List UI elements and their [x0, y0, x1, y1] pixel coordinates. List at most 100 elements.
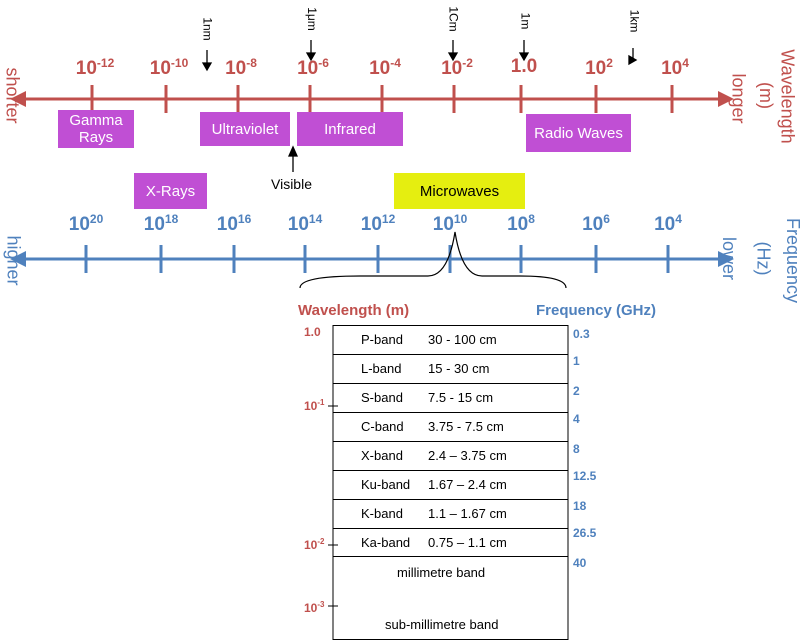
table-frequency-header: Frequency (GHz)	[536, 302, 657, 319]
band-name: C-band	[361, 419, 404, 434]
wavelength-tick-label-7-exponent: 2	[606, 56, 613, 70]
wavelength-tick-label-8-base: 10	[661, 58, 683, 79]
band-name: Ku-band	[361, 477, 411, 492]
wavelength-unit: (m)	[755, 82, 776, 109]
wavelength-tick-label-8: 104	[661, 56, 689, 80]
microwave-brace	[299, 231, 567, 289]
wavelength-mark-2: 10-2	[304, 537, 324, 552]
frequency-mark-2: 2	[573, 384, 580, 398]
infrared-box: Infrared	[297, 112, 403, 146]
band-range: 1.1 – 1.67 cm	[428, 506, 507, 521]
frequency-tick-label-2: 1016	[217, 212, 252, 236]
submillimetre-band-label: sub-millimetre band	[385, 617, 499, 632]
frequency-tick-label-5-exponent: 10	[453, 212, 468, 226]
frequency-tick-label-6: 108	[507, 212, 535, 236]
frequency-mark-8: 40	[573, 556, 587, 570]
frequency-tick-label-1: 1018	[144, 212, 179, 236]
band-range: 3.75 - 7.5 cm	[428, 419, 504, 434]
band-name: P-band	[361, 332, 403, 347]
band-range: 0.75 – 1.1 cm	[428, 535, 507, 550]
frequency-mark-1: 1	[573, 354, 580, 368]
frequency-mark-0: 0.3	[573, 327, 590, 341]
frequency-mark-3: 4	[573, 412, 580, 426]
microwaves-box: Microwaves	[394, 173, 525, 209]
table-row: S-band 7.5 - 15 cm	[333, 383, 568, 412]
frequency-tick-label-8: 104	[654, 212, 682, 236]
frequency-tick-label-3-exponent: 14	[308, 212, 323, 226]
millimetre-band-row: millimetre band	[333, 556, 568, 607]
frequency-tick-label-0-exponent: 20	[89, 212, 104, 226]
marker-1cm: 1Cm	[446, 6, 461, 32]
wavelength-tick-label-1-exponent: -10	[170, 56, 189, 70]
band-range: 1.67 – 2.4 cm	[428, 477, 507, 492]
wavelength-mark-exponent: -3	[317, 600, 325, 609]
visible-arrow	[287, 145, 299, 172]
table-bottom-border	[333, 639, 568, 640]
wavelength-tick-label-5: 10-2	[441, 56, 473, 80]
wavelength-tick-label-4-base: 10	[369, 58, 391, 79]
band-name: S-band	[361, 390, 403, 405]
wavelength-tick-label-5-base: 10	[441, 58, 463, 79]
frequency-tick-label-4-base: 10	[360, 214, 382, 235]
frequency-left-label: higher	[3, 235, 24, 286]
wavelength-tick-label-2: 10-8	[225, 56, 257, 80]
wavelength-mark-exponent: -2	[317, 537, 325, 546]
band-range: 2.4 – 3.75 cm	[428, 448, 507, 463]
table-row: C-band 3.75 - 7.5 cm	[333, 412, 568, 441]
wavelength-mark-base: 10	[304, 399, 318, 413]
frequency-tick-label-5-base: 10	[432, 214, 454, 235]
wavelength-mark-3: 10-3	[304, 600, 324, 615]
visible-label: Visible	[271, 176, 312, 192]
table-row: P-band 30 - 100 cm	[333, 325, 568, 354]
frequency-mark-5: 12.5	[573, 469, 597, 483]
wavelength-tick-label-4: 10-4	[369, 56, 401, 80]
frequency-tick-label-0: 1020	[69, 212, 104, 236]
marker-1um: 1μm	[304, 7, 319, 31]
frequency-tick-label-8-base: 10	[654, 214, 676, 235]
frequency-axis-right-arrow	[718, 251, 734, 267]
wavelength-mark-exponent: -1	[317, 398, 325, 407]
wavelength-ticks	[90, 85, 674, 113]
x-rays-box: X-Rays	[134, 173, 207, 209]
wavelength-tick-label-3-base: 10	[297, 58, 319, 79]
wavelength-left-label: shorter	[2, 67, 23, 124]
gamma-rays-box: Gamma Rays	[58, 110, 134, 148]
frequency-tick-label-7: 106	[582, 212, 610, 236]
wavelength-mark-1: 10-1	[304, 398, 324, 413]
wavelength-tick-label-3-exponent: -6	[318, 56, 329, 70]
frequency-tick-label-8-exponent: 4	[675, 212, 682, 226]
wavelength-tick-label-0-base: 10	[75, 58, 97, 79]
frequency-tick-label-5: 1010	[433, 212, 468, 236]
band-range: 30 - 100 cm	[428, 332, 497, 347]
wavelength-tick-label-0: 10-12	[76, 56, 114, 80]
frequency-tick-label-4-exponent: 12	[381, 212, 396, 226]
wavelength-tick-label-2-exponent: -8	[246, 56, 257, 70]
frequency-mark-7: 26.5	[573, 526, 597, 540]
wavelength-tick-label-3: 10-6	[297, 56, 329, 80]
wavelength-tick-label-7-base: 10	[585, 58, 607, 79]
frequency-right-label: lower	[719, 236, 740, 281]
frequency-unit: (Hz)	[753, 241, 774, 276]
wavelength-right-label: longer	[728, 73, 749, 124]
wavelength-axis-left-arrow	[10, 91, 26, 107]
band-range: 7.5 - 15 cm	[428, 390, 494, 405]
wavelength-tick-label-1: 10-10	[150, 56, 188, 80]
wavelength-mark-base: 1.0	[304, 325, 321, 339]
frequency-tick-label-6-base: 10	[507, 214, 529, 235]
frequency-tick-label-3: 1014	[288, 212, 323, 236]
marker-1nm: 1nm	[200, 17, 215, 41]
frequency-ticks	[84, 245, 670, 273]
frequency-tick-label-0-base: 10	[68, 214, 90, 235]
wavelength-title: Wavelength	[777, 49, 798, 144]
frequency-tick-label-1-exponent: 18	[164, 212, 179, 226]
frequency-tick-label-7-base: 10	[582, 214, 604, 235]
frequency-tick-label-1-base: 10	[143, 214, 165, 235]
frequency-tick-label-4: 1012	[361, 212, 396, 236]
wavelength-tick-label-0-exponent: -12	[96, 56, 115, 70]
wavelength-tick-label-4-exponent: -4	[390, 56, 401, 70]
